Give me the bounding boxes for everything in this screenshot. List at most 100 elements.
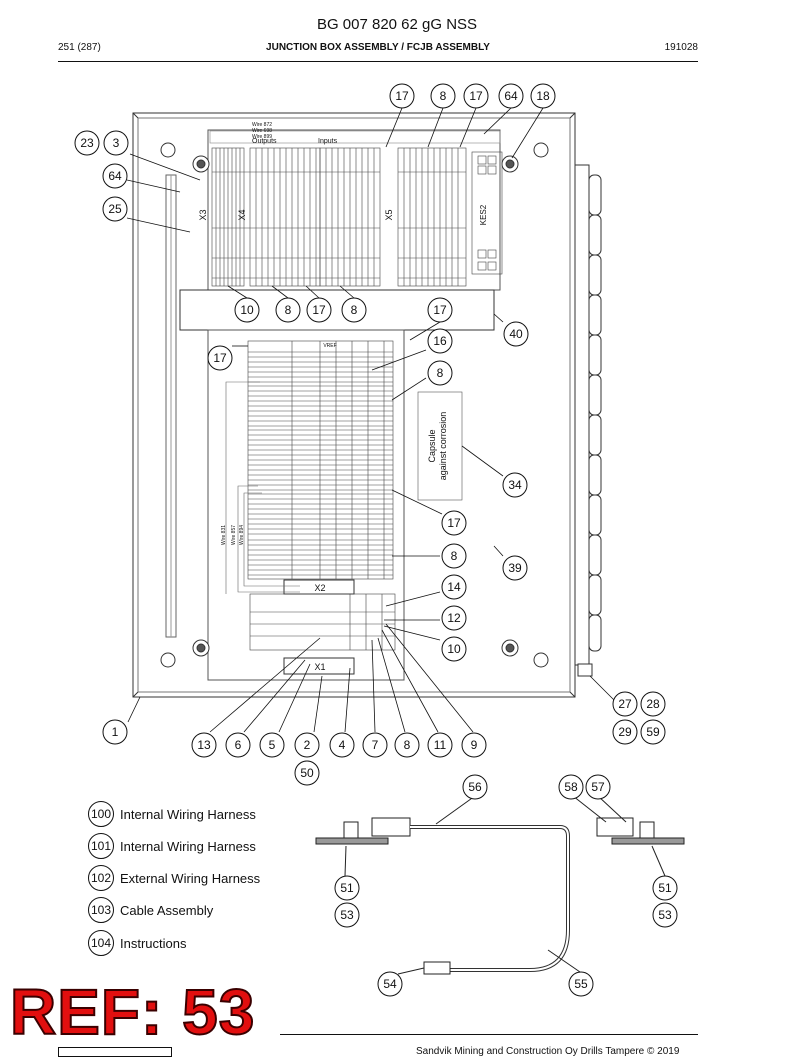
cable-assembly — [315, 795, 685, 975]
ref-overlay-label: REF: 53 — [9, 976, 256, 1048]
svg-text:55: 55 — [574, 977, 588, 991]
callout-57: 57 — [585, 774, 611, 800]
callout-29: 29 — [612, 719, 638, 745]
callout-53a: 53 — [334, 902, 360, 928]
callout-2: 2 — [294, 732, 320, 758]
legend-item: 103 Cable Assembly — [88, 897, 213, 923]
svg-text:29: 29 — [618, 725, 632, 739]
date-code: 191028 — [664, 42, 698, 53]
legend-label: External Wiring Harness — [120, 870, 261, 886]
legend-item: 104 Instructions — [88, 930, 186, 956]
legend-label: Instructions — [120, 935, 187, 951]
footer-rule — [280, 1034, 698, 1035]
svg-text:18: 18 — [536, 89, 550, 103]
callout-8a: 8 — [430, 83, 456, 109]
section-title: JUNCTION BOX ASSEMBLY / FCJB ASSEMBLY — [266, 42, 490, 53]
svg-text:64: 64 — [108, 169, 122, 183]
label-wire-894: Wire 894 — [239, 525, 245, 545]
lug-right — [611, 837, 685, 845]
capsule-label-1: Capsule — [427, 429, 437, 462]
label-vref: VREF — [323, 343, 336, 349]
callout-12: 12 — [441, 605, 467, 631]
capsule-label-2: against corrosion — [438, 412, 448, 481]
callout-14: 14 — [441, 574, 467, 600]
label-x4: X4 — [237, 209, 247, 220]
legend-number: 102 — [88, 865, 114, 891]
callout-25: 25 — [102, 196, 128, 222]
svg-text:2: 2 — [304, 738, 311, 752]
svg-text:1: 1 — [112, 725, 119, 739]
svg-text:8: 8 — [440, 89, 447, 103]
callout-64a: 64 — [498, 83, 524, 109]
callout-3: 3 — [103, 130, 129, 156]
callout-23: 23 — [74, 130, 100, 156]
callout-53b: 53 — [652, 902, 678, 928]
label-x5: X5 — [384, 209, 394, 220]
svg-text:17: 17 — [469, 89, 483, 103]
mounting-bolts — [160, 142, 549, 668]
svg-text:23: 23 — [80, 136, 94, 150]
callouts: 17 8 17 64 18 23 3 64 25 10 8 17 8 17 40… — [74, 83, 678, 997]
svg-text:8: 8 — [451, 549, 458, 563]
callout-17c: 17 — [306, 297, 332, 323]
svg-text:10: 10 — [240, 303, 254, 317]
svg-text:40: 40 — [509, 327, 523, 341]
label-wire-872: Wire 872 — [252, 122, 272, 128]
svg-text:53: 53 — [340, 908, 354, 922]
svg-text:5: 5 — [269, 738, 276, 752]
callout-17b: 17 — [463, 83, 489, 109]
callout-10b: 10 — [441, 636, 467, 662]
callout-11: 11 — [427, 732, 453, 758]
label-wire-899: Wire 899 — [252, 134, 272, 140]
svg-text:50: 50 — [300, 766, 314, 780]
breather-plug — [577, 663, 593, 677]
upper-mounting-plate — [207, 129, 501, 291]
callout-8b: 8 — [275, 297, 301, 323]
callout-27: 27 — [612, 691, 638, 717]
callout-17f: 17 — [441, 510, 467, 536]
svg-text:11: 11 — [434, 738, 447, 752]
label-x1: X1 — [314, 662, 325, 672]
svg-text:3: 3 — [113, 136, 120, 150]
svg-text:54: 54 — [383, 977, 397, 991]
svg-text:25: 25 — [108, 202, 122, 216]
callout-54: 54 — [377, 971, 403, 997]
svg-text:39: 39 — [508, 561, 522, 575]
callout-59: 59 — [640, 719, 666, 745]
svg-text:9: 9 — [471, 738, 478, 752]
svg-text:17: 17 — [312, 303, 326, 317]
document-code: BG 007 820 62 gG NSS — [316, 16, 478, 33]
svg-text:64: 64 — [504, 89, 518, 103]
legend-item: 100 Internal Wiring Harness — [88, 801, 256, 827]
svg-text:56: 56 — [468, 780, 482, 794]
callout-51b: 51 — [652, 875, 678, 901]
svg-text:4: 4 — [339, 738, 346, 752]
sleeve-left — [371, 817, 411, 837]
svg-text:8: 8 — [437, 366, 444, 380]
legend-number: 103 — [88, 897, 114, 923]
lower-mounting-plate — [207, 329, 405, 681]
label-kes2: KES2 — [479, 204, 488, 225]
callout-51a: 51 — [334, 875, 360, 901]
svg-text:8: 8 — [404, 738, 411, 752]
callout-8f: 8 — [394, 732, 420, 758]
callout-50: 50 — [294, 760, 320, 786]
svg-text:58: 58 — [564, 780, 578, 794]
callout-10a: 10 — [234, 297, 260, 323]
legend-number: 100 — [88, 801, 114, 827]
label-inputs: Inputs — [318, 138, 338, 145]
brand-logo — [58, 1047, 172, 1057]
label-x2: X2 — [314, 583, 325, 593]
svg-text:8: 8 — [285, 303, 292, 317]
svg-text:8: 8 — [351, 303, 358, 317]
lower-terminals — [225, 340, 463, 651]
callout-64b: 64 — [102, 163, 128, 189]
svg-text:7: 7 — [372, 738, 379, 752]
svg-text:13: 13 — [197, 738, 211, 752]
svg-text:17: 17 — [447, 516, 461, 530]
svg-text:57: 57 — [591, 780, 605, 794]
svg-text:27: 27 — [618, 697, 632, 711]
svg-text:59: 59 — [646, 725, 660, 739]
enclosure — [132, 112, 576, 698]
